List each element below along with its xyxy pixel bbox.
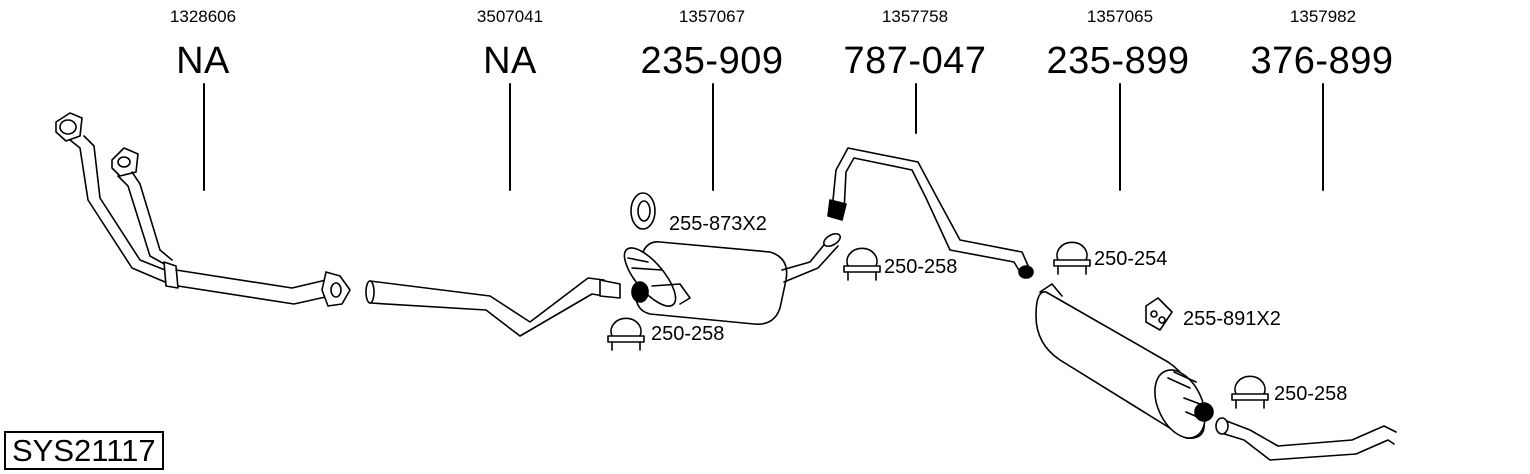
rear-silencer-outlet-pipe (1183, 397, 1201, 419)
clamp-3-band (1056, 241, 1088, 261)
rear-silencer-inlet (1039, 283, 1063, 297)
rubber-ring-outer (630, 192, 656, 230)
rear-silencer-end-cap (1154, 369, 1206, 439)
rear-silencer-hanger (1167, 371, 1197, 389)
clamp-icon-2[interactable] (843, 247, 881, 281)
oem-number-2: 3507041 (476, 7, 544, 26)
clamp-4-band (1234, 375, 1266, 395)
center-silencer-outlet-bottom (783, 245, 839, 283)
tail-pipe-top (1223, 419, 1397, 447)
rubber-ring-icon[interactable] (630, 192, 656, 230)
rubber-mount-hole-1 (1150, 310, 1158, 318)
flange-left-2 (111, 147, 139, 177)
oem-number-4: 1357758 (881, 7, 949, 26)
accessory-label-255-891[interactable]: 255-891X2 (1183, 308, 1281, 330)
flange-bore-1 (59, 119, 77, 135)
part-number-1[interactable]: NA (176, 40, 230, 82)
system-code-box: SYS21117 (4, 431, 164, 470)
oem-number-3: 1357067 (678, 7, 746, 26)
tail-pipe-bottom (1217, 431, 1395, 461)
rear-silencer-outlet (1194, 402, 1214, 422)
rubber-mount-body (1145, 297, 1173, 331)
leader-lines (203, 83, 1324, 191)
clamp-3-bar (1053, 259, 1091, 267)
clamp-icon-3[interactable] (1053, 241, 1091, 275)
accessory-label-250-254[interactable]: 250-254 (1094, 248, 1168, 270)
connecting-pipe-bottom (843, 157, 1021, 273)
clamp-2-bar (843, 265, 881, 273)
pipe-b-bottom (131, 171, 173, 261)
main-pipe-top (175, 269, 327, 289)
rear-silencer-drawing[interactable] (1035, 283, 1215, 446)
part-number-5[interactable]: 235-899 (1046, 40, 1190, 82)
pipe-a-top (69, 139, 166, 283)
accessory-label-250-258-c[interactable]: 250-258 (1274, 383, 1348, 405)
center-silencer-stub (651, 283, 691, 305)
intermediate-pipe-bottom (369, 293, 605, 337)
rubber-ring-inner (637, 200, 651, 222)
part-number-4[interactable]: 787-047 (843, 40, 987, 82)
clamp-4-bar (1231, 393, 1269, 401)
pipe-a-bottom (83, 135, 171, 273)
oem-number-1: 1328606 (169, 7, 237, 26)
pipe-collar (163, 261, 179, 289)
center-silencer-drawing[interactable] (616, 231, 842, 325)
tail-pipe-drawing[interactable] (1215, 417, 1397, 461)
connecting-pipe-socket (827, 199, 847, 221)
main-pipe-bottom (177, 285, 331, 305)
center-silencer-hanger (627, 257, 663, 271)
connecting-pipe-top (831, 147, 1031, 271)
flange-rear-bore (330, 282, 342, 298)
accessory-label-255-873[interactable]: 255-873X2 (669, 213, 767, 235)
accessory-label-250-258-a[interactable]: 250-258 (651, 323, 725, 345)
front-pipe-drawing[interactable] (55, 112, 351, 307)
accessory-label-250-258-b[interactable]: 250-258 (884, 256, 958, 278)
clamp-2-band (846, 247, 878, 267)
connecting-pipe-drawing[interactable] (827, 147, 1034, 279)
connecting-pipe-end (1018, 265, 1034, 279)
oem-number-6: 1357982 (1289, 7, 1357, 26)
intermediate-pipe-end (365, 280, 375, 304)
intermediate-pipe-top (369, 277, 605, 323)
part-number-2[interactable]: NA (483, 40, 537, 82)
clamp-icon-1[interactable] (607, 317, 645, 351)
intermediate-pipe-socket (599, 279, 621, 299)
tail-pipe-end (1215, 417, 1229, 435)
clamp-1-bar (607, 335, 645, 343)
clamp-1-band (610, 317, 642, 337)
flange-rear (321, 271, 351, 307)
oem-number-5: 1357065 (1086, 7, 1154, 26)
center-silencer-inlet (631, 281, 649, 303)
rubber-mount-icon[interactable] (1145, 297, 1173, 331)
part-number-6[interactable]: 376-899 (1250, 40, 1394, 82)
part-number-3[interactable]: 235-909 (640, 40, 784, 82)
clamp-icon-4[interactable] (1231, 375, 1269, 409)
rubber-mount-hole-2 (1158, 316, 1166, 324)
pipe-b-top (117, 175, 169, 267)
flange-left-1 (55, 112, 83, 142)
intermediate-pipe-drawing[interactable] (365, 277, 621, 337)
flange-bore-2 (117, 156, 131, 168)
center-silencer-outlet-top (781, 239, 829, 271)
center-silencer-outlet-end (823, 232, 841, 248)
